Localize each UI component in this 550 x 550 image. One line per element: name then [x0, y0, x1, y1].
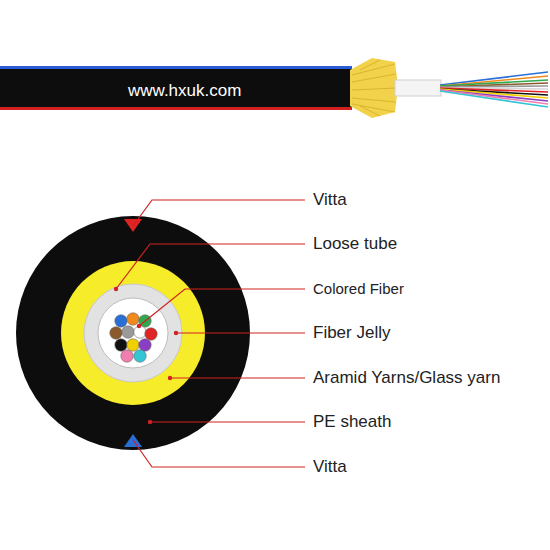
- part-label: Loose tube: [313, 234, 397, 254]
- part-label: Vitta: [313, 457, 347, 477]
- loose-tube: [84, 284, 182, 382]
- colored-fibers: [110, 313, 157, 362]
- leader-dots: [114, 287, 178, 424]
- red-stripe: [0, 107, 352, 110]
- loose-tube-side: [395, 80, 441, 96]
- part-label: Vitta: [313, 190, 347, 210]
- part-label: PE sheath: [313, 412, 391, 432]
- blue-stripe: [0, 66, 352, 69]
- cable-print: www.hxuk.com: [128, 81, 241, 101]
- part-label: Aramid Yarns/Glass yarn: [313, 368, 500, 388]
- leader-lines: [116, 200, 305, 467]
- part-label: Colored Fiber: [313, 280, 404, 298]
- cable-sheath: [0, 66, 352, 110]
- yarn-strands: [352, 60, 397, 116]
- aramid-yarn: [350, 58, 398, 118]
- part-label: Fiber Jelly: [313, 323, 390, 343]
- fiber-fan: [440, 72, 548, 107]
- fiber-jelly: [98, 298, 168, 368]
